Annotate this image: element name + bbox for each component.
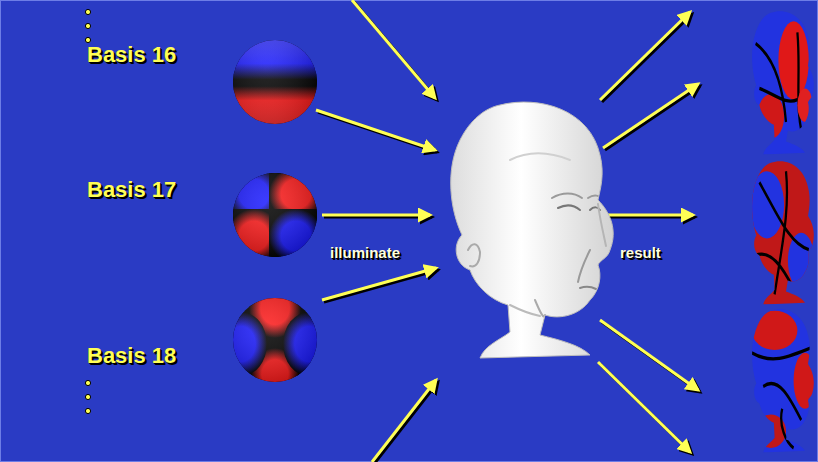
arrows — [316, 0, 700, 462]
sphere-harmonic — [233, 298, 317, 382]
sphere-harmonic — [233, 173, 317, 257]
sculpture-head — [440, 100, 620, 360]
arrow-label: result — [620, 244, 661, 262]
basis-sphere: Basis 17 — [233, 173, 317, 257]
basis-label: Basis 16 — [87, 42, 176, 68]
basis-label: Basis 18 — [87, 343, 176, 369]
basis-label: Basis 17 — [87, 177, 176, 203]
sphere-harmonic — [233, 40, 317, 124]
result-head — [748, 160, 816, 306]
basis-sphere: Basis 18 — [233, 298, 317, 382]
result-head — [748, 308, 816, 454]
result-head — [748, 10, 816, 156]
arrow-label: illuminate — [330, 244, 400, 262]
basis-sphere: Basis 16 — [233, 40, 317, 124]
